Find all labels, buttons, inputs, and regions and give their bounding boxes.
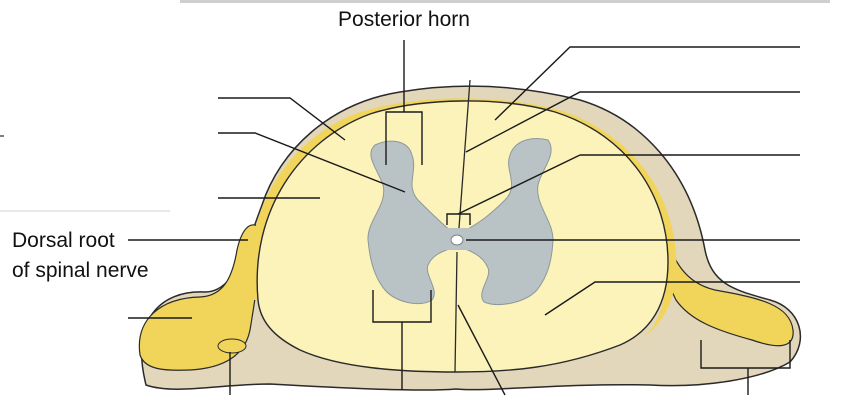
clipped-copyright-text	[180, 0, 830, 3]
dorsal-root-label-line1: Dorsal root	[12, 229, 115, 252]
posterior-median-sulcus	[458, 79, 471, 229]
anterior-fissure-leader	[457, 304, 506, 396]
leader-left-2	[218, 132, 406, 193]
ventral-root-left	[217, 338, 247, 354]
posterior-horn-label: Posterior horn	[338, 8, 470, 31]
leader-left-1	[218, 97, 346, 141]
anterior-median-fissure	[454, 251, 458, 373]
leader-right-5	[544, 281, 800, 316]
central-canal	[450, 234, 464, 246]
dorsal-root-label-line2: of spinal nerve	[12, 259, 149, 282]
leader-right-1	[494, 46, 800, 121]
dorsal-root-ganglion-right	[663, 229, 794, 347]
gray-commissure-leader	[457, 154, 581, 215]
gray-matter-left-horns	[367, 140, 453, 305]
leader-right-2	[465, 91, 800, 153]
spinal-nerve-bracket	[700, 340, 791, 369]
gray-matter-right-horns	[461, 138, 554, 305]
